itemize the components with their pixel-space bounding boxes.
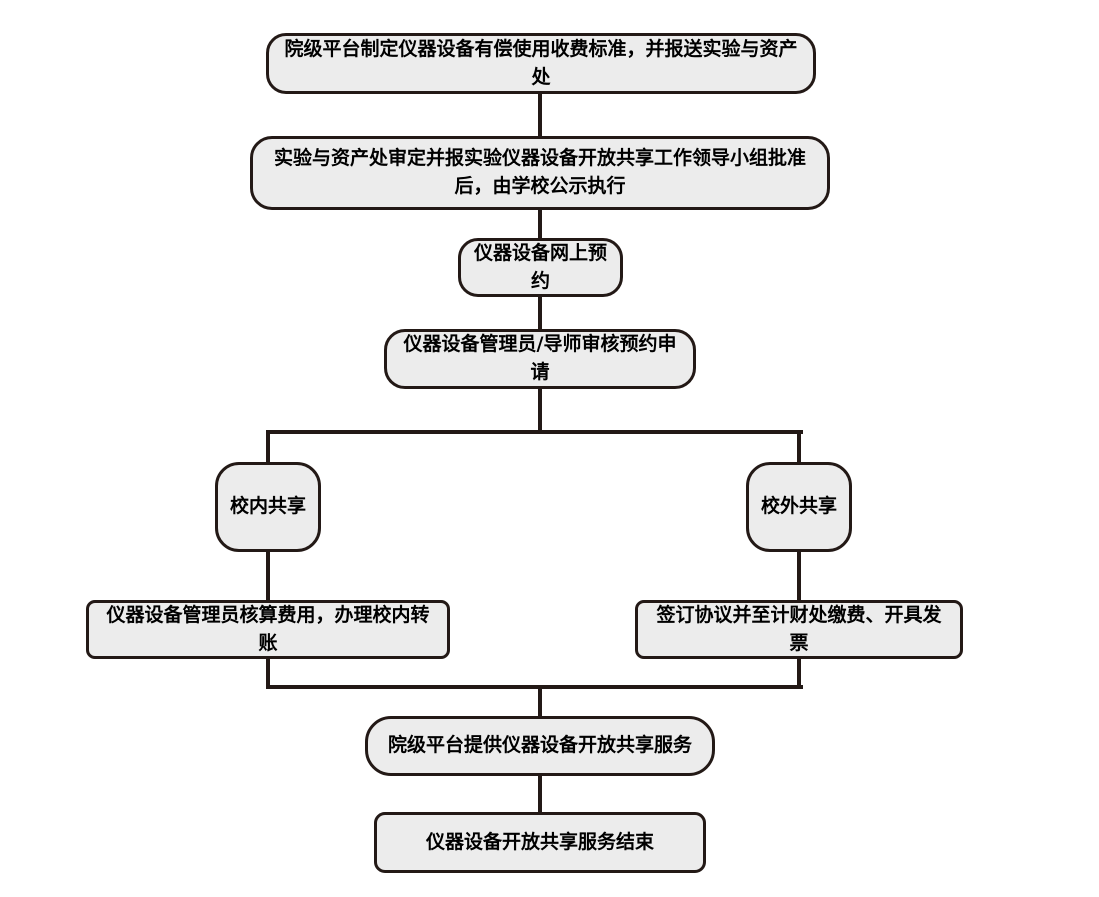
- connector-oncampus-transfer: [266, 549, 270, 602]
- node-label: 仪器设备管理员核算费用，办理校内转账: [106, 603, 430, 654]
- connector-offcampus-sign: [797, 549, 801, 602]
- node-label: 院级平台提供仪器设备开放共享服务: [387, 734, 692, 757]
- node-sign-and-pay: 签订协议并至计财处缴费、开具发票: [635, 600, 963, 659]
- connector-split-oncampus: [266, 430, 270, 464]
- node-set-fee-standard: 院级平台制定仪器设备有偿使用收费标准，并报送实验与资产处: [266, 33, 816, 94]
- node-off-campus-sharing: 校外共享: [746, 462, 852, 552]
- node-label: 仪器设备开放共享服务结束: [425, 830, 654, 853]
- connector-transfer-merge: [266, 656, 270, 689]
- node-label: 校外共享: [761, 495, 838, 518]
- connector-sign-merge: [797, 656, 801, 689]
- connector-provide-end: [538, 773, 542, 814]
- connector-split-offcampus: [797, 430, 801, 464]
- connector-merge-horizontal: [266, 685, 803, 689]
- node-review-application: 仪器设备管理员/导师审核预约申请: [384, 329, 696, 389]
- node-label: 仪器设备网上预约: [473, 241, 607, 292]
- node-on-campus-sharing: 校内共享: [215, 462, 321, 552]
- node-approve-and-publish: 实验与资产处审定并报实验仪器设备开放共享工作领导小组批准后，由学校公示执行: [250, 136, 830, 210]
- node-label: 校内共享: [230, 495, 307, 518]
- node-internal-transfer: 仪器设备管理员核算费用，办理校内转账: [86, 600, 450, 659]
- node-label: 签订协议并至计财处缴费、开具发票: [656, 603, 942, 654]
- connector-review-split: [538, 387, 542, 433]
- connector-setfee-approve: [538, 92, 542, 138]
- node-provide-service: 院级平台提供仪器设备开放共享服务: [365, 716, 715, 776]
- node-label: 实验与资产处审定并报实验仪器设备开放共享工作领导小组批准后，由学校公示执行: [273, 147, 806, 197]
- node-label: 院级平台制定仪器设备有偿使用收费标准，并报送实验与资产处: [284, 37, 798, 88]
- connector-merge-provide: [538, 685, 542, 718]
- connector-split-horizontal: [266, 430, 803, 434]
- node-online-booking: 仪器设备网上预约: [458, 238, 623, 297]
- node-label: 仪器设备管理员/导师审核预约申请: [403, 333, 677, 383]
- connector-approve-booking: [538, 207, 542, 240]
- connector-booking-review: [538, 295, 542, 333]
- node-service-end: 仪器设备开放共享服务结束: [374, 812, 706, 873]
